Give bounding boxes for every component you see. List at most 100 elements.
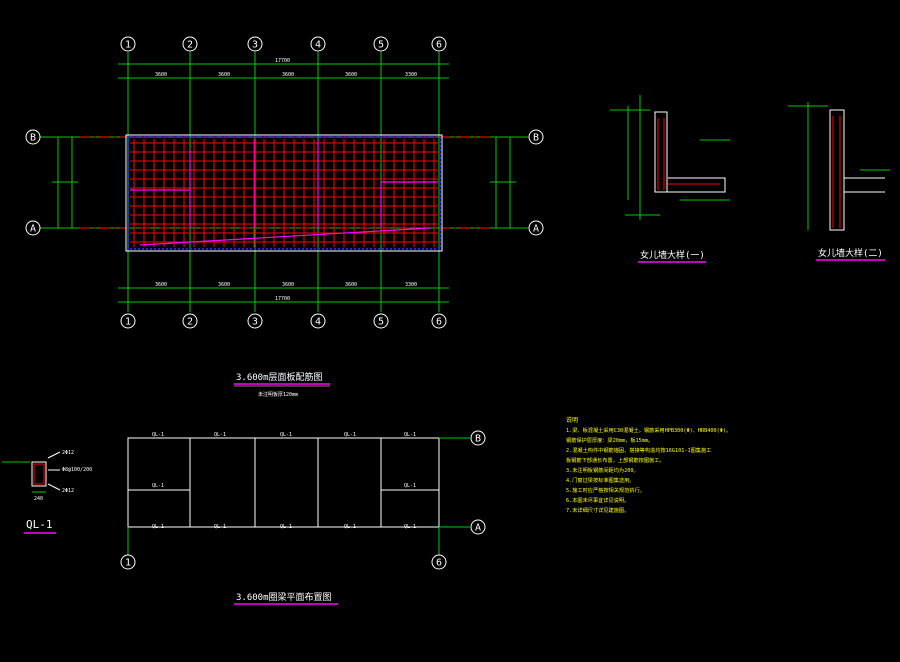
svg-text:3600: 3600 [345,282,357,288]
svg-text:17700: 17700 [275,296,290,302]
axis-bubble-right-A: A [528,220,544,236]
axis-bubble-label: 1 [125,40,131,51]
beam-label: QL-1 [214,432,226,438]
notes-heading: 说明 [566,416,578,424]
detail-two-title: 女儿墙大样(二) [818,247,883,259]
notes-line: 2.混凝土构件中钢筋锚固、搭接等构造均按16G101-1图集施工 [566,446,711,454]
svg-text:3600: 3600 [218,72,230,78]
beam-label: QL-1 [404,483,416,489]
top-plan-subtitle: 未注明板厚120mm [258,391,298,398]
beam-label: QL-1 [280,432,292,438]
ql1-section-text: 2Φ12 Φ8@100/200 2Φ12 240 [34,450,92,502]
axis-bubble-label: 3 [252,317,258,328]
axis-bubble-left-A: A [25,220,41,236]
axis-bubble-right-B: B [528,129,544,145]
notes-line: 4.门窗过梁按标准图集选用。 [566,476,635,484]
lower-axis-bubble-col-6: 6 [431,554,447,570]
axis-bubble-label: 4 [315,40,321,51]
axis-bubble-bottom-5: 5 [373,313,389,329]
slab-hatch [127,136,441,250]
axis-bubble-label: A [533,224,539,235]
axis-bubble-top-3: 3 [247,36,263,52]
bottom-plan-beams [127,437,440,528]
notes-line: 1.梁、板混凝土采用C30混凝土，钢筋采用HPB300(Φ)、HRB400(Φ)… [566,426,731,434]
axis-bubble-label: 1 [125,558,131,569]
axis-bubble-top-1: 1 [120,36,136,52]
detail-one-title: 女儿墙大样(一) [640,249,705,261]
beam-label: QL-1 [152,524,164,530]
svg-text:3300: 3300 [405,72,417,78]
notes-list: 1.梁、板混凝土采用C30混凝土，钢筋采用HPB300(Φ)、HRB400(Φ)… [566,426,731,514]
beam-label: QL-1 [404,432,416,438]
slab-outline [125,134,443,252]
notes-line: 板钢筋下部通长布置，上部钢筋按图施工。 [566,456,665,464]
beam-label: QL-1 [344,524,356,530]
bottom-plan-axis-bubbles: 1 6 B A [120,430,486,570]
axis-bubble-label: 1 [125,317,131,328]
lower-axis-bubble-col-1: 1 [120,554,136,570]
svg-text:3600: 3600 [155,72,167,78]
axis-bubble-label: B [475,434,481,445]
svg-text:3600: 3600 [218,282,230,288]
axis-bubble-top-5: 5 [373,36,389,52]
axis-bubble-bottom-6: 6 [431,313,447,329]
lower-axis-bubble-row-B: B [470,430,486,446]
ql1-section [2,451,61,493]
axis-bubble-label: 3 [252,40,258,51]
axis-bubble-top-6: 6 [431,36,447,52]
axis-bubble-label: A [475,523,481,534]
svg-text:3600: 3600 [282,282,294,288]
axis-bubble-label: 6 [436,558,442,569]
svg-text:3600: 3600 [282,72,294,78]
rebar-magenta [130,140,438,246]
svg-text:3300: 3300 [405,282,417,288]
bottom-plan-axes [127,437,470,555]
beam-label: QL-1 [152,432,164,438]
axis-bubble-bottom-3: 3 [247,313,263,329]
notes-line: 钢筋保护层厚度：梁20mm，板15mm。 [566,436,653,444]
axis-bubble-top-4: 4 [310,36,326,52]
axis-bubble-bottom-4: 4 [310,313,326,329]
axis-bubble-bottom-1: 1 [120,313,136,329]
notes-line: 3.未注明板钢筋间距均为200。 [566,466,639,474]
axis-bubble-top-2: 2 [182,36,198,52]
bottom-plan-title: 3.600m圈梁平面布置图 [236,591,332,603]
notes-line: 5.施工时应严格按相关规范执行。 [566,486,645,494]
axis-bubble-label: 6 [436,317,442,328]
svg-text:2Φ12: 2Φ12 [62,450,74,456]
parapet-detail-one [610,95,730,220]
svg-text:2Φ12: 2Φ12 [62,488,74,494]
notes-line: 6.本图未尽事宜详见说明。 [566,496,629,504]
beam-label: QL-1 [280,524,292,530]
axis-bubble-label: 2 [187,317,193,328]
axis-bubble-label: 5 [378,40,384,51]
svg-text:3600: 3600 [345,72,357,78]
beam-label: QL-1 [344,432,356,438]
svg-text:3600: 3600 [155,282,167,288]
lower-axis-bubble-row-A: A [470,519,486,535]
axis-bubble-left-B: B [25,129,41,145]
axis-bubble-label: B [30,133,36,144]
axis-bubble-label: B [533,133,539,144]
axis-bubble-label: A [30,224,36,235]
top-plan-title: 3.600m层面板配筋图 [236,371,323,383]
svg-text:17700: 17700 [275,58,290,64]
axis-bubble-bottom-2: 2 [182,313,198,329]
axis-bubble-label: 5 [378,317,384,328]
top-plan-dimension-text: 17700 3600 3600 3600 3600 3300 3600 3600 3600 3… [155,58,417,302]
svg-text:240: 240 [34,496,43,502]
beam-label: QL-1 [404,524,416,530]
axis-bubble-label: 2 [187,40,193,51]
ql1-label: QL-1 [26,518,53,531]
beam-label: QL-1 [214,524,226,530]
svg-text:Φ8@100/200: Φ8@100/200 [62,467,92,473]
beam-label: QL-1 [152,483,164,489]
parapet-detail-two [788,102,890,231]
axis-bubble-label: 6 [436,40,442,51]
axis-bubble-label: 4 [315,317,321,328]
notes-line: 7.未详细尺寸详见建施图。 [566,506,629,514]
